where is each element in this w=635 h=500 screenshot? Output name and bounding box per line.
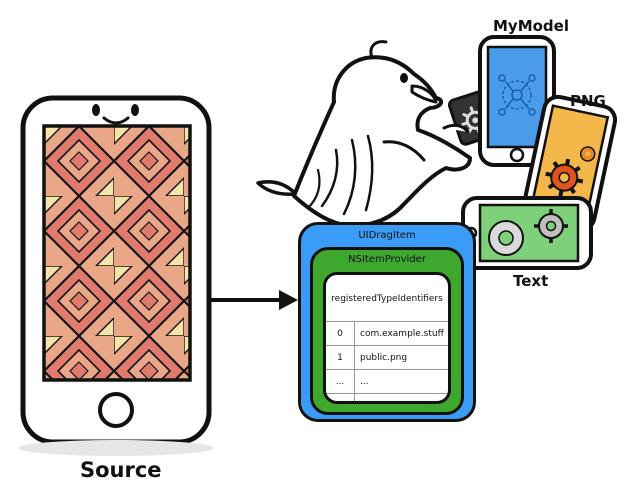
drag-item-container: UIDragItem NSItemProvider registeredType… — [298, 222, 476, 422]
gear-icon — [534, 209, 568, 243]
table-row — [326, 393, 448, 401]
gear-icon — [545, 158, 584, 197]
gear-icon — [579, 146, 596, 162]
row-value: public.png — [360, 353, 408, 363]
network-icon — [498, 74, 536, 116]
table-header: registeredTypeIdentifiers — [331, 294, 443, 304]
item-provider-container: NSItemProvider registeredTypeIdentifiers… — [310, 247, 464, 415]
phone-face-icon — [92, 104, 139, 125]
row-index: 0 — [326, 322, 355, 346]
table-row: ... ... — [326, 369, 448, 394]
row-index: ... — [326, 370, 355, 394]
row-value: ... — [360, 377, 369, 387]
table-row: 0 com.example.stuff — [326, 321, 448, 346]
row-index — [326, 394, 355, 401]
text-label: Text — [513, 272, 549, 290]
png-label: PNG — [570, 92, 606, 110]
type-identifiers-table: registeredTypeIdentifiers 0 com.example.… — [323, 272, 451, 404]
mymodel-label: MyModel — [493, 17, 569, 35]
table-row: 1 public.png — [326, 345, 448, 370]
source-label: Source — [80, 458, 162, 482]
drag-item-title: UIDragItem — [358, 230, 416, 241]
row-index: 1 — [326, 346, 355, 370]
row-value: com.example.stuff — [360, 329, 444, 339]
item-provider-title: NSItemProvider — [348, 254, 426, 265]
gear-icon — [488, 220, 524, 256]
